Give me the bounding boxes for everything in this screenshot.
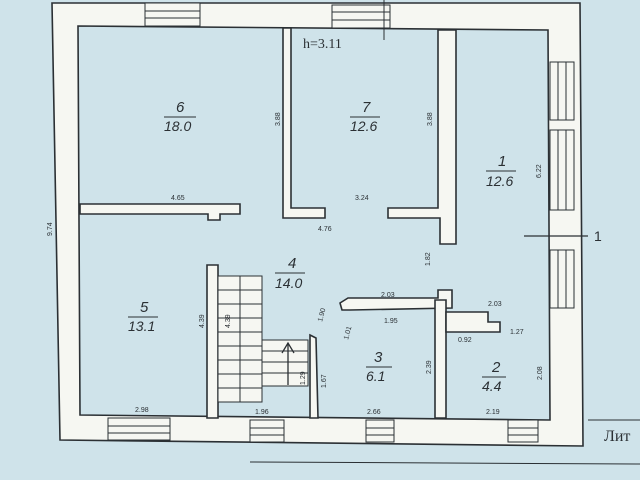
room-number: 2 [491, 359, 501, 376]
window-right-middle [549, 129, 575, 211]
room-area: 6.1 [366, 368, 385, 384]
room-area: 18.0 [164, 118, 191, 134]
wall-stair-right [309, 333, 319, 419]
ceiling-height: h=3.11 [303, 37, 342, 52]
room-6: 6 18.0 [164, 99, 196, 134]
dim-label: 6.22 [536, 164, 543, 178]
title-block-rule [249, 461, 640, 465]
room-area: 13.1 [128, 318, 155, 334]
window-right-upper [549, 61, 575, 121]
outer-wall [51, 2, 584, 447]
room-4: 4 14.0 [275, 255, 305, 291]
room-number: 6 [176, 99, 185, 116]
wall-room6-bottom [79, 203, 241, 221]
room-7: 7 12.6 [350, 99, 380, 134]
dim-label: 3.88 [427, 112, 434, 126]
room-area: 12.6 [350, 118, 377, 134]
staircase [217, 275, 309, 403]
dim-label: 2.03 [488, 301, 502, 308]
room-number: 3 [374, 349, 383, 366]
room-number: 5 [140, 299, 149, 316]
dim-label: 4.39 [225, 314, 232, 328]
room-number: 4 [288, 255, 296, 272]
room-2: 2 4.4 [482, 359, 506, 394]
dim-label: 9.74 [47, 222, 54, 236]
dim-label: 2.08 [537, 366, 544, 380]
room-area: 4.4 [482, 378, 502, 394]
corner-title-text: Лит [604, 428, 630, 445]
wall-stair-left [206, 264, 219, 419]
wall-room6-room7 [282, 27, 326, 219]
dim-label: 1.90 [317, 307, 327, 322]
window-bottom-2 [249, 419, 285, 443]
dim-label: 1.82 [425, 252, 432, 266]
dim-label: 4.39 [199, 314, 206, 328]
wall-room3-top [339, 289, 453, 311]
dim-label: 2.03 [381, 292, 395, 299]
wall-room2-top [445, 311, 501, 333]
stair-arrow-icon [281, 341, 295, 385]
window-bottom-4 [507, 419, 539, 443]
window-top-right [331, 0, 391, 40]
dim-label: 2.39 [426, 360, 433, 374]
dim-label: 0.92 [458, 337, 472, 344]
dim-label: 1.29 [300, 371, 307, 385]
window-bottom-3 [365, 419, 395, 443]
room-5: 5 13.1 [128, 299, 158, 334]
room-area: 12.6 [486, 173, 513, 189]
window-bottom-1 [107, 417, 171, 441]
dim-label: 1.95 [384, 318, 398, 325]
window-top-left [144, 2, 201, 27]
dim-label: 2.98 [135, 407, 149, 414]
dim-label: 1.67 [321, 374, 328, 388]
dim-label: 3.24 [355, 195, 369, 202]
dim-label: 3.88 [275, 112, 282, 126]
wall-room7-room1 [387, 29, 457, 245]
dim-label: 2.66 [367, 409, 381, 416]
dim-label: 1.96 [255, 409, 269, 416]
dim-label: 1.27 [510, 329, 524, 336]
room-number: 7 [362, 99, 371, 116]
dim-label: 4.65 [171, 195, 185, 202]
room-number: 1 [498, 153, 506, 170]
wall-room3-room2 [434, 299, 447, 419]
room-1: 1 12.6 [486, 153, 516, 189]
dim-label: 2.19 [486, 409, 500, 416]
dim-label: 1.01 [343, 325, 353, 340]
dim-label: 4.76 [318, 226, 332, 233]
section-marker: 1 [594, 228, 602, 244]
room-3: 3 6.1 [366, 349, 392, 384]
window-right-lower [549, 249, 575, 309]
room-area: 14.0 [275, 275, 302, 291]
